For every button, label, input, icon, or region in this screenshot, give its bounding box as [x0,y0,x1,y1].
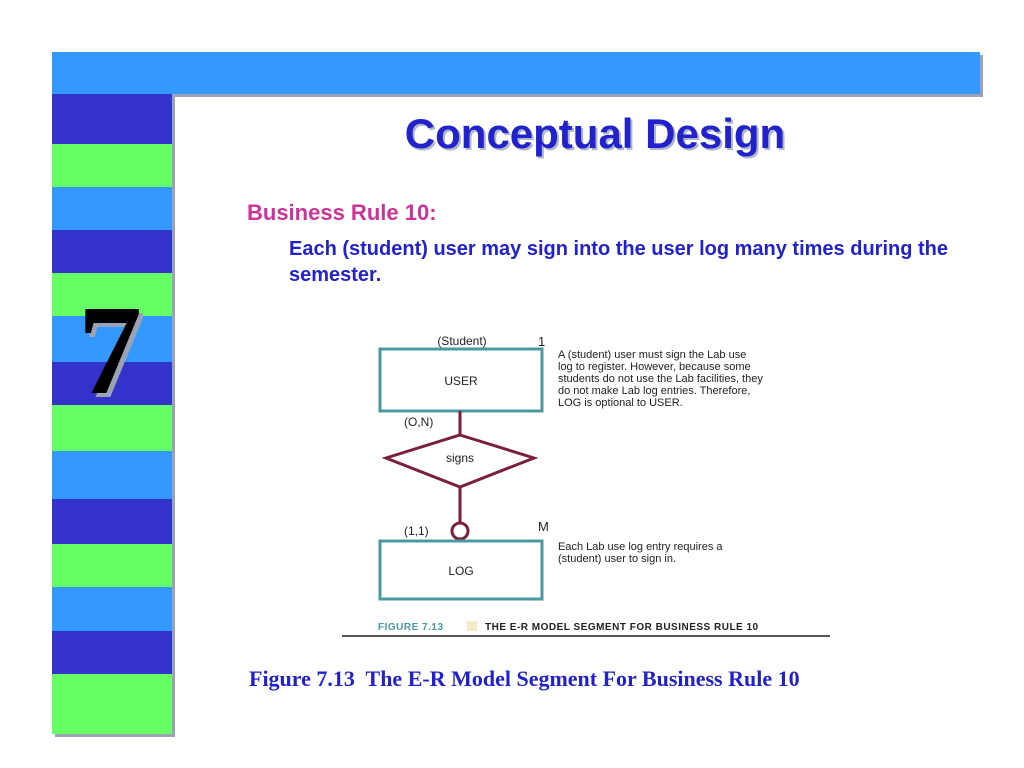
stripe-6 [52,316,172,362]
note-log-line: (student) user to sign in. [558,553,676,565]
user-role-label: (Student) [437,334,486,348]
figure-title: THE E-R MODEL SEGMENT FOR BUSINESS RULE … [485,622,759,633]
log-cardinality: M [538,519,549,534]
stripe-12 [52,587,172,631]
entity-user-label: USER [444,374,478,388]
stripe-2 [52,144,172,187]
optionality-circle [450,521,470,541]
chapter-number: 7 [78,279,142,421]
note-user: A (student) user must sign the Lab use l… [558,349,763,409]
entity-user-box [378,347,544,413]
entity-log-box [378,539,544,601]
note-user-line: log to register. However, because some [558,361,751,373]
user-connectivity: (O,N) [404,415,433,429]
user-cardinality: 1 [538,334,545,349]
stripe-8 [52,405,172,451]
stripe-14 [52,674,172,734]
stripe-10 [52,499,172,544]
note-user-line: LOG is optional to USER. [558,397,683,409]
entity-log-label: LOG [448,564,473,578]
relationship-signs-label: signs [446,451,474,465]
stripe-13 [52,631,172,674]
note-user-line: do not make Lab log entries. Therefore, [558,385,750,397]
stripe-7 [52,362,172,405]
figure-caption: Figure 7.13 The E-R Model Segment For Bu… [249,666,800,691]
log-connectivity: (1,1) [404,524,429,538]
note-log: Each Lab use log entry requires a (stude… [558,541,723,565]
side-stripes [52,94,172,734]
note-log-line: Each Lab use log entry requires a [558,541,723,553]
figure-number: FIGURE 7.13 [378,622,444,633]
stripe-9 [52,451,172,499]
top-banner [52,52,980,94]
stripe-5 [52,273,172,316]
stripe-3 [52,187,172,230]
rule-heading: Business Rule 10: [247,200,437,225]
note-user-line: students do not use the Lab facilities, … [558,373,763,385]
er-diagram: (Student) 1 USER (O,N) A (student) user … [342,334,830,637]
note-user-line: A (student) user must sign the Lab use [558,349,746,361]
rule-text: Each (student) user may sign into the us… [289,238,948,286]
stripe-4 [52,230,172,273]
figure-marker [467,621,477,631]
page-title: Conceptual Design [404,110,786,157]
stripe-11 [52,544,172,587]
stripe-1 [52,94,172,144]
